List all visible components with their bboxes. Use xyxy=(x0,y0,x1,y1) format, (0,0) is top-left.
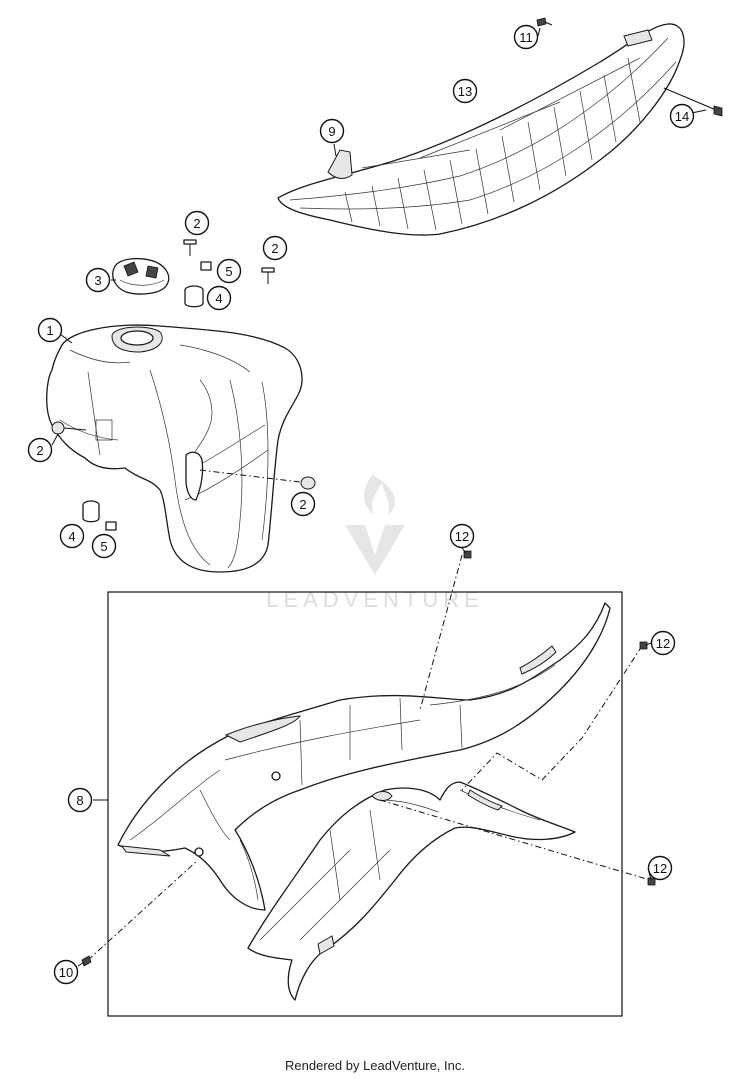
tank-bushing-lower[interactable] xyxy=(82,500,100,523)
svg-text:12: 12 xyxy=(455,529,469,544)
callout-13[interactable]: 13 xyxy=(452,78,478,104)
svg-text:2: 2 xyxy=(299,497,306,512)
svg-text:5: 5 xyxy=(100,539,107,554)
screw-leader-right-upper xyxy=(461,645,643,791)
watermark-text: LEADVENTURE xyxy=(266,587,484,612)
callout-2-tank-left[interactable]: 2 xyxy=(27,437,53,463)
callout-1[interactable]: 1 xyxy=(37,317,63,343)
svg-text:4: 4 xyxy=(68,529,75,544)
svg-text:1: 1 xyxy=(46,323,53,338)
seat-bolt[interactable] xyxy=(663,87,723,117)
tank-nut-lower[interactable] xyxy=(105,521,117,531)
callout-4-upper[interactable]: 4 xyxy=(206,285,232,311)
screw-leader-right-lower xyxy=(379,799,651,881)
tank-bushing-upper[interactable] xyxy=(184,285,204,308)
svg-text:12: 12 xyxy=(653,861,667,876)
callout-10[interactable]: 10 xyxy=(53,959,79,985)
seat-screw[interactable] xyxy=(536,17,553,27)
panel-screw-left[interactable] xyxy=(81,955,92,967)
svg-text:8: 8 xyxy=(76,793,83,808)
callout-12-top[interactable]: 12 xyxy=(449,523,475,549)
callout-5-lower[interactable]: 5 xyxy=(91,533,117,559)
callout-4-lower[interactable]: 4 xyxy=(59,523,85,549)
panel-screw-right-lower[interactable] xyxy=(647,877,656,886)
tank-side-bolt-right[interactable] xyxy=(199,469,316,490)
seat-bracket[interactable] xyxy=(327,149,353,179)
svg-text:12: 12 xyxy=(656,636,670,651)
callout-5-upper[interactable]: 5 xyxy=(216,258,242,284)
side-panel-right[interactable] xyxy=(247,781,576,1001)
watermark-v-icon xyxy=(345,525,405,575)
svg-text:14: 14 xyxy=(675,109,689,124)
svg-text:13: 13 xyxy=(458,84,472,99)
tank-cap-screw-right[interactable] xyxy=(261,267,275,284)
seat[interactable] xyxy=(277,23,685,236)
screw-leader-top xyxy=(419,554,463,711)
svg-text:2: 2 xyxy=(36,443,43,458)
callout-3[interactable]: 3 xyxy=(85,267,111,293)
svg-text:11: 11 xyxy=(519,30,533,45)
leadventure-watermark: LEADVENTURE xyxy=(266,475,484,612)
side-panel-left[interactable] xyxy=(117,602,611,911)
callout-2-cap-right[interactable]: 2 xyxy=(262,235,288,261)
screw-leader-left xyxy=(87,859,199,961)
panel-screw-right-upper[interactable] xyxy=(639,641,648,650)
callout-2-tank-right[interactable]: 2 xyxy=(290,491,316,517)
footer-credit: Rendered by LeadVenture, Inc. xyxy=(285,1058,465,1073)
svg-text:5: 5 xyxy=(225,264,232,279)
svg-text:2: 2 xyxy=(193,216,200,231)
tank-nut-upper[interactable] xyxy=(200,261,212,271)
svg-text:10: 10 xyxy=(59,965,73,980)
tank-cap-screw-left[interactable] xyxy=(183,239,197,256)
callout-14[interactable]: 14 xyxy=(669,103,695,129)
callout-12-right-lower[interactable]: 12 xyxy=(647,855,673,881)
side-panel-logo-badge xyxy=(317,935,335,955)
watermark-flame-icon xyxy=(363,475,396,515)
fuel-tank-cap[interactable] xyxy=(112,257,170,295)
callout-11[interactable]: 11 xyxy=(513,24,539,50)
callout-12-right-upper[interactable]: 12 xyxy=(650,630,676,656)
svg-text:2: 2 xyxy=(271,241,278,256)
svg-text:3: 3 xyxy=(94,273,101,288)
callout-9[interactable]: 9 xyxy=(319,118,345,144)
seat-logo-badge xyxy=(623,29,653,47)
spoiler-kit-frame xyxy=(107,591,623,1017)
svg-text:4: 4 xyxy=(215,291,222,306)
callout-8[interactable]: 8 xyxy=(67,787,93,813)
callout-2-cap-left[interactable]: 2 xyxy=(184,210,210,236)
svg-text:9: 9 xyxy=(328,124,335,139)
fuel-tank[interactable] xyxy=(46,324,303,573)
